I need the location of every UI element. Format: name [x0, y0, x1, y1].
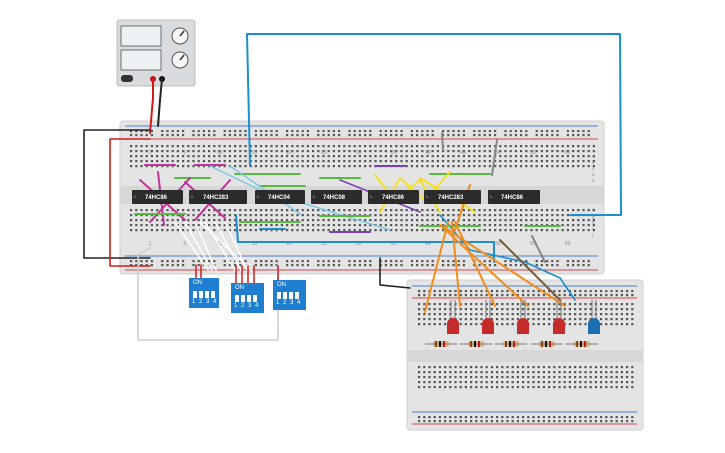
dip-positions: 1 2 3 4 [192, 299, 218, 305]
ic-chip[interactable] [311, 190, 362, 204]
led-red[interactable] [517, 318, 529, 334]
column-number: 20 [286, 150, 292, 156]
row-letter: i [592, 226, 593, 231]
dip-switch-1[interactable] [189, 278, 219, 308]
wire-black-secondary[interactable] [379, 257, 411, 289]
row-letter: e [592, 178, 595, 183]
column-numbers: 1155101015152020252530303535404045455050… [149, 150, 595, 247]
ic-chip[interactable] [132, 190, 183, 204]
led-red[interactable] [447, 318, 459, 334]
dip-on-label: ON [277, 282, 286, 288]
column-number: 1 [149, 241, 152, 247]
column-number: 60 [565, 241, 571, 247]
row-letter: a [592, 154, 595, 159]
column-number: 60 [565, 150, 571, 156]
column-number: 15 [252, 150, 258, 156]
column-number: 30 [356, 150, 362, 156]
column-number: 45 [460, 150, 466, 156]
power-switch[interactable] [121, 75, 133, 82]
column-number: 5 [183, 241, 186, 247]
column-number: 40 [426, 150, 432, 156]
dip-on-label: ON [193, 280, 202, 286]
column-number: 55 [530, 241, 536, 247]
column-number: 30 [356, 241, 362, 247]
column-number: 55 [530, 150, 536, 156]
column-number: 25 [321, 150, 327, 156]
wire-black-ground[interactable] [157, 78, 163, 127]
dip-switch-3[interactable] [273, 280, 306, 310]
column-number: 45 [460, 241, 466, 247]
dip-switches [189, 278, 306, 313]
row-letter: j [591, 232, 593, 237]
chip-label: 74HC04 [268, 195, 291, 201]
dip-positions: 1 2 3 4 [234, 303, 260, 309]
chip-label: 74HC283 [438, 195, 464, 201]
chip-label: 74HC283 [203, 195, 229, 201]
column-number: 5 [183, 150, 186, 156]
wire-gray-loop[interactable] [137, 247, 279, 341]
led-blue[interactable] [588, 318, 600, 334]
ic-chip[interactable] [424, 190, 481, 204]
column-number: 10 [217, 241, 223, 247]
main-holes [130, 130, 595, 267]
ic-chip[interactable] [368, 190, 419, 204]
chip-label: 74HC86 [501, 195, 524, 201]
column-number: 1 [149, 150, 152, 156]
wire-red-power[interactable] [149, 78, 154, 134]
ic-chip[interactable] [189, 190, 247, 204]
column-number: 15 [252, 241, 258, 247]
dip-switch-2[interactable] [231, 283, 264, 313]
column-number: 40 [426, 241, 432, 247]
dip-positions: 1 2 3 4 [276, 300, 302, 306]
dip-on-label: ON [235, 285, 244, 291]
ic-chips [132, 190, 540, 204]
column-number: 35 [391, 150, 397, 156]
column-number: 10 [217, 150, 223, 156]
wire-blue-bottom[interactable] [235, 214, 495, 263]
led-red[interactable] [482, 318, 494, 334]
row-letter: b [592, 160, 595, 165]
power-supply[interactable] [116, 19, 196, 87]
column-number: 35 [391, 241, 397, 247]
row-letter: c [592, 166, 595, 171]
ic-chip[interactable] [488, 190, 540, 204]
column-number: 25 [321, 241, 327, 247]
column-number: 20 [286, 241, 292, 247]
chip-label: 74HC86 [145, 195, 168, 201]
chip-label: 74HC86 [382, 195, 405, 201]
led-red[interactable] [553, 318, 565, 334]
wire-red-left-rail[interactable] [109, 138, 151, 267]
leds [425, 300, 600, 347]
wire-blue-loop[interactable] [246, 33, 622, 216]
ic-chip[interactable] [255, 190, 305, 204]
row-letter: h [592, 220, 595, 225]
chip-label: 74HC08 [323, 195, 346, 201]
column-number: 50 [495, 241, 501, 247]
wire-black-left-rail[interactable] [83, 129, 151, 259]
row-letter: f [592, 208, 594, 213]
column-number: 50 [495, 150, 501, 156]
row-letter: g [592, 214, 595, 219]
row-letter: d [592, 172, 595, 177]
